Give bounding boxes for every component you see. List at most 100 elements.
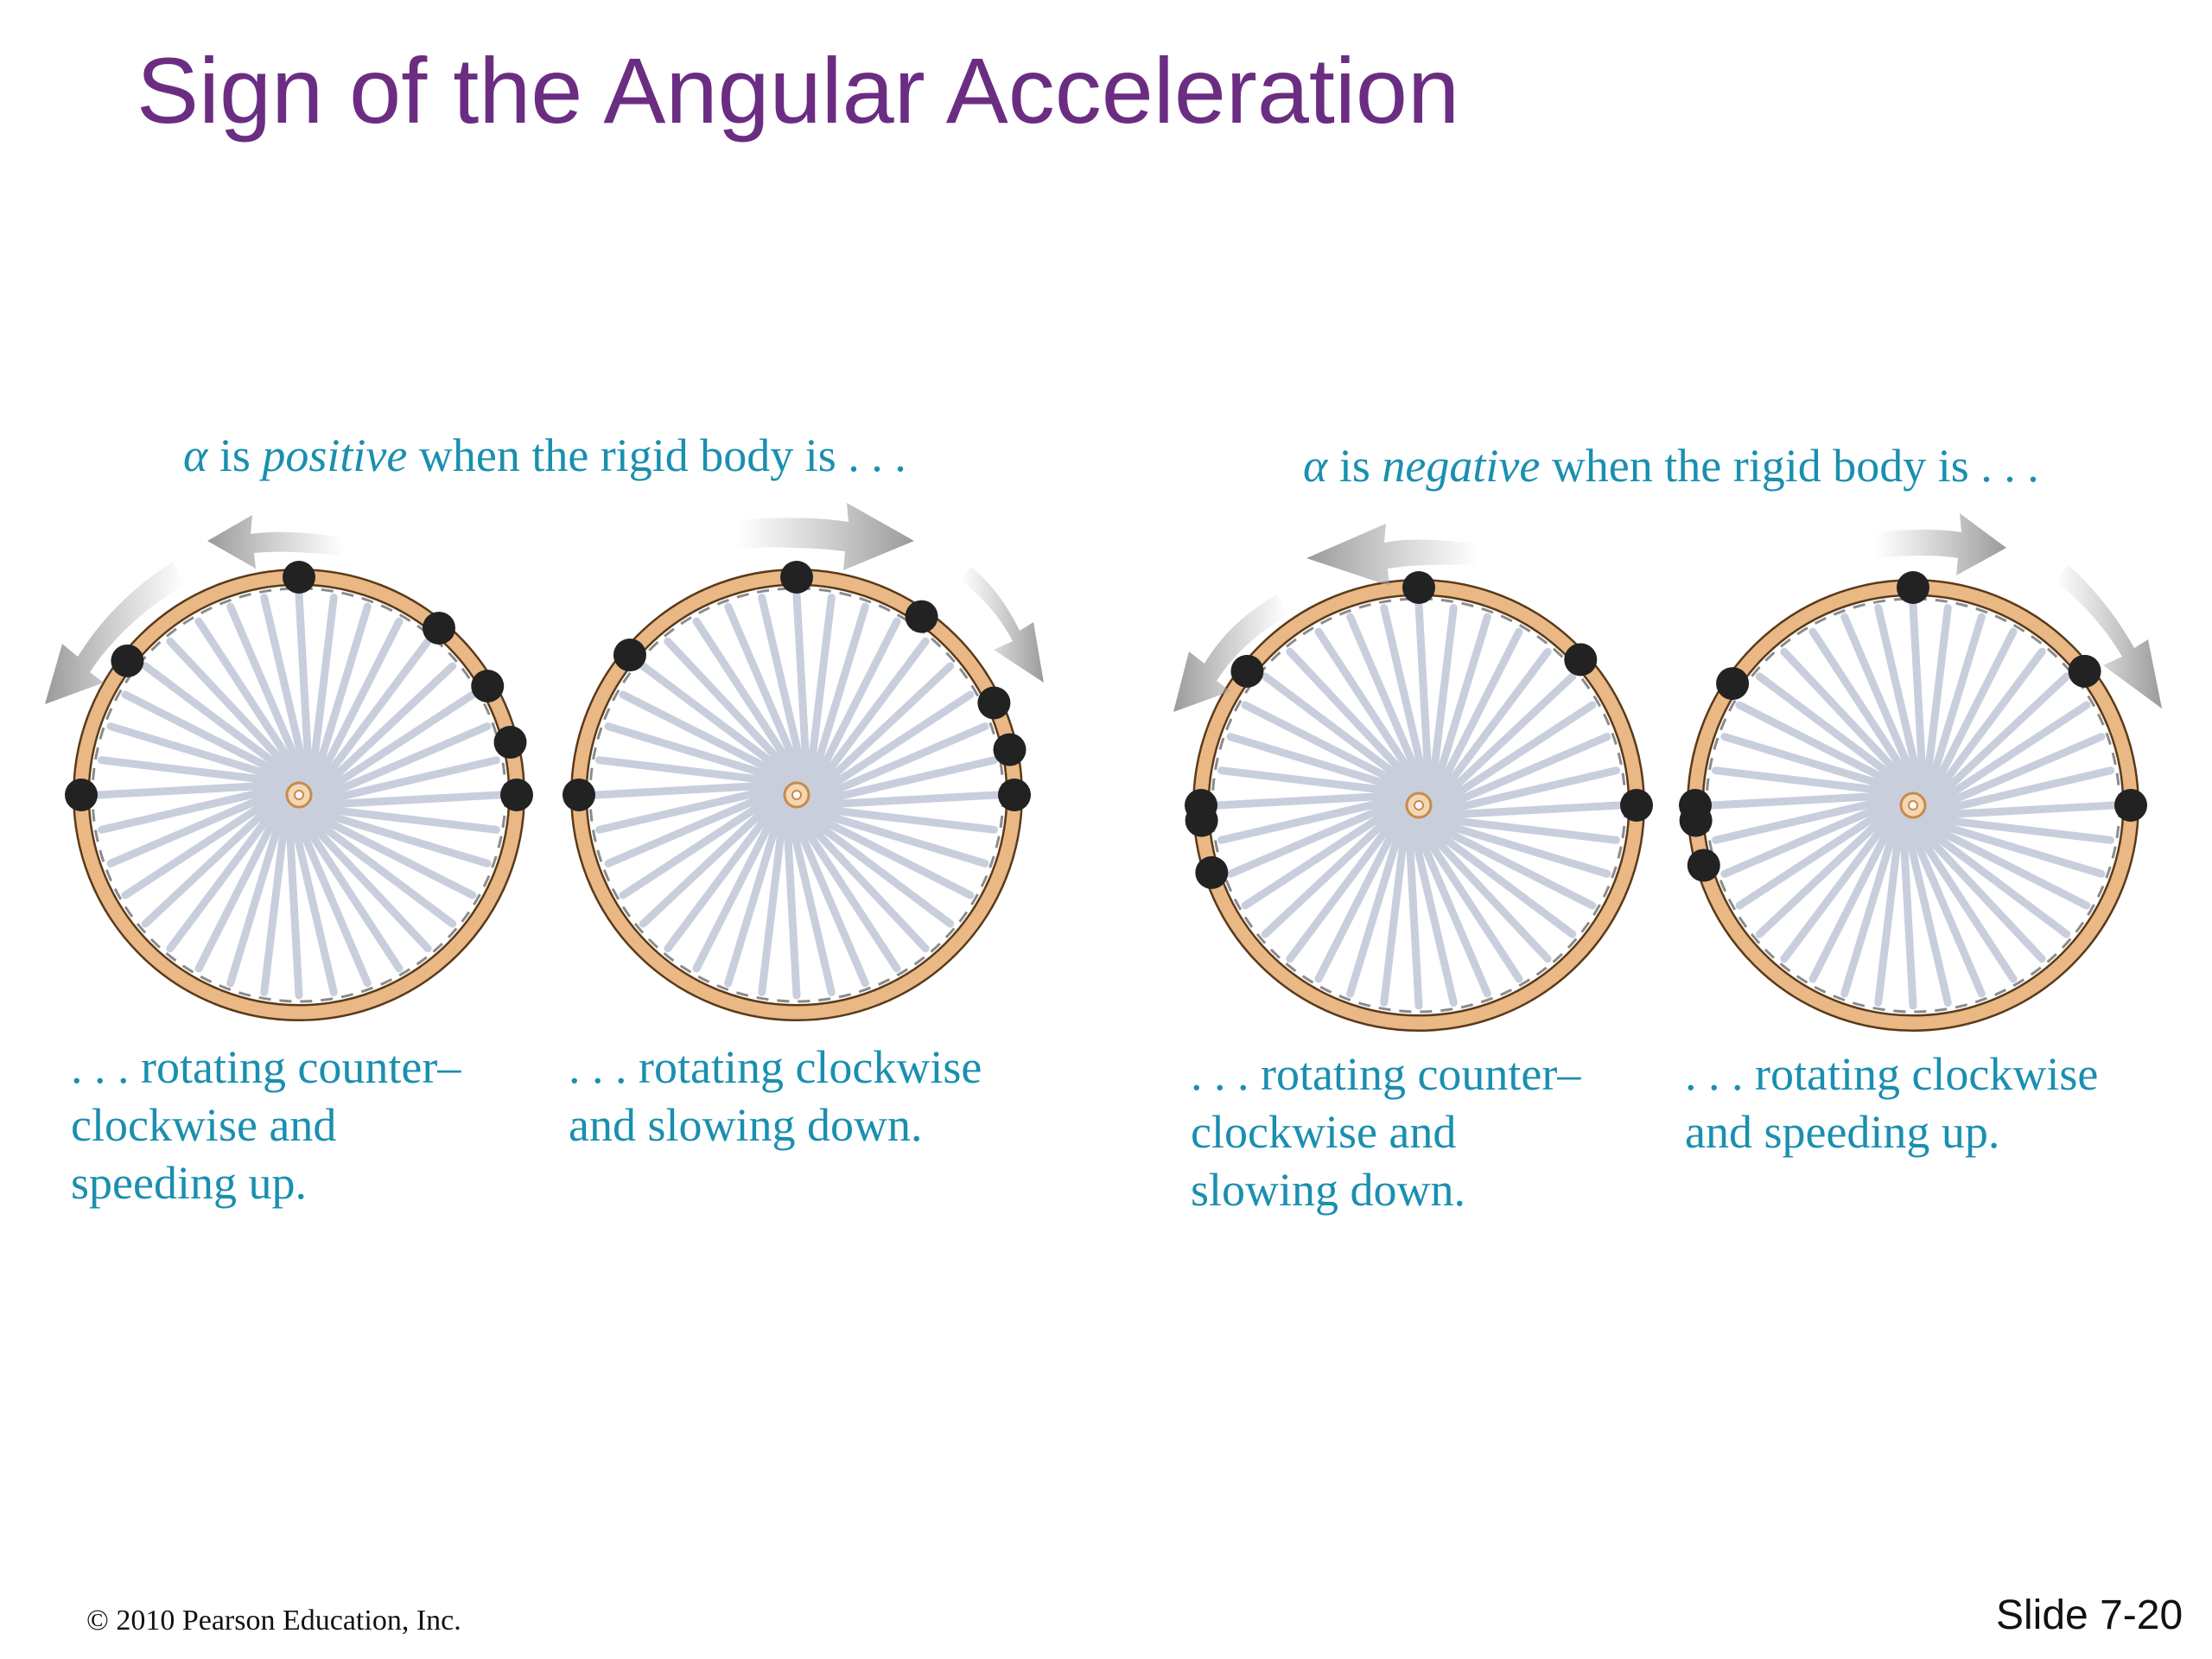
spoke <box>98 756 300 788</box>
spoke <box>664 788 789 953</box>
spoke <box>1423 733 1611 818</box>
spokes <box>1708 601 2118 1010</box>
caption-wheel-1: . . . rotating counter– clockwise and sp… <box>71 1041 461 1209</box>
position-marker-dot <box>977 686 1011 720</box>
spoke <box>1408 811 1523 983</box>
spoke <box>619 784 791 899</box>
hub-center <box>1414 800 1424 810</box>
label-pre: is <box>207 429 263 481</box>
spoke <box>1420 801 1624 820</box>
spoke <box>288 801 404 973</box>
spoke <box>604 782 792 868</box>
spoke <box>1755 672 1920 798</box>
spoke <box>1840 613 1926 801</box>
curved-motion-arrow <box>961 567 1044 683</box>
spoke <box>804 602 869 798</box>
spoke <box>166 788 291 953</box>
spoke <box>286 799 372 988</box>
position-marker-dot <box>563 779 595 811</box>
spoke <box>1921 647 2046 812</box>
spoke <box>1405 808 1458 1007</box>
spoke <box>1840 803 1905 998</box>
spoke <box>1914 801 2118 820</box>
spoke <box>226 792 291 988</box>
spoke <box>790 803 955 928</box>
spoke <box>1874 804 1906 1007</box>
spoke <box>801 722 989 808</box>
curved-motion-arrow <box>1173 594 1287 712</box>
curved-motion-arrow <box>45 562 185 704</box>
curved-motion-arrow <box>1875 513 2006 575</box>
spoke <box>306 594 338 796</box>
spoke <box>303 722 492 808</box>
spoke <box>307 602 372 798</box>
spoke <box>1921 627 2018 810</box>
spoke <box>294 803 477 899</box>
spoke <box>1921 613 1986 808</box>
spoke <box>298 802 500 834</box>
spoke <box>792 590 811 794</box>
position-marker-dot <box>1195 855 1229 889</box>
alpha-symbol: α <box>1303 440 1328 492</box>
spoke <box>1919 701 2091 817</box>
spoke <box>1708 791 1912 810</box>
spoke <box>785 801 901 973</box>
spoke <box>758 594 810 792</box>
position-marker-dot <box>1897 571 1929 604</box>
spoke <box>296 803 492 868</box>
spoke <box>1286 798 1411 963</box>
position-marker-dot <box>998 779 1031 811</box>
spoke <box>260 794 292 996</box>
spoke <box>1735 701 1918 798</box>
spoke <box>302 756 500 809</box>
spoke <box>664 637 805 788</box>
spoke <box>1780 647 1922 798</box>
spoke <box>1735 794 1907 910</box>
spoke <box>1904 812 2046 963</box>
spoke <box>121 690 304 787</box>
spoke <box>1427 613 1491 808</box>
spoke <box>307 617 404 800</box>
spoke <box>94 780 298 799</box>
spoke <box>98 781 296 834</box>
spoke <box>1214 791 1418 810</box>
spoke <box>1241 794 1413 910</box>
spoke <box>1755 797 1906 938</box>
spoke <box>1909 601 1928 804</box>
spoke <box>595 756 798 788</box>
spoke <box>619 690 802 787</box>
spoke <box>306 662 457 804</box>
spoke <box>1261 672 1426 798</box>
wheel-cw-slowing-down <box>563 561 1031 1021</box>
spoke <box>121 784 293 899</box>
hub-center <box>294 790 304 800</box>
spoke <box>1720 792 1909 878</box>
positive-alpha-label: α is positive when the rigid body is . .… <box>183 429 906 482</box>
spoke <box>141 786 292 928</box>
spoke <box>1217 766 1420 798</box>
position-marker-dot <box>500 779 533 811</box>
spoke <box>782 796 801 1000</box>
spoke <box>1314 627 1430 799</box>
spokes <box>1214 601 1624 1010</box>
caption-wheel-4: . . . rotating clockwise and speeding up… <box>1685 1048 2099 1158</box>
position-marker-dot <box>1620 789 1653 822</box>
spoke <box>307 637 432 802</box>
curved-motion-arrow <box>2055 565 2162 709</box>
spoke <box>1226 792 1414 878</box>
spoke <box>1906 813 2071 938</box>
spoke <box>1314 800 1411 983</box>
spoke <box>305 690 477 806</box>
spoke <box>788 802 930 953</box>
spoke <box>804 637 930 802</box>
position-marker-dot <box>493 726 527 760</box>
position-marker-dot <box>1402 571 1435 604</box>
spoke <box>794 803 989 868</box>
spoke <box>295 590 314 794</box>
slide-number: Slide 7-20 <box>1996 1592 2183 1638</box>
spoke <box>1380 804 1412 1007</box>
spoke <box>1920 672 2071 814</box>
spoke <box>758 794 790 996</box>
label-sign: positive <box>262 429 408 481</box>
